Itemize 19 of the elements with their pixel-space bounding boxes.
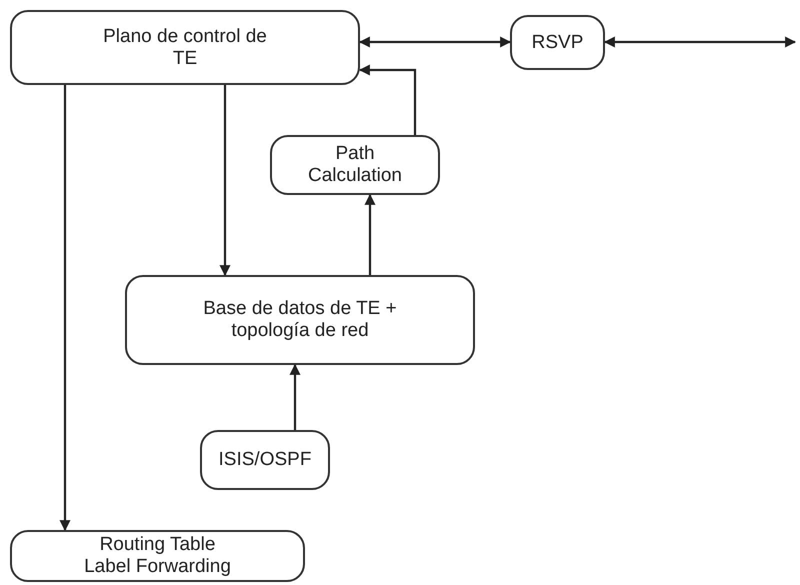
process-box: [510, 15, 605, 70]
process-box: [10, 10, 360, 85]
process-box: [200, 430, 330, 490]
arrow: [220, 85, 230, 276]
process-box: [125, 275, 475, 365]
arrow: [290, 364, 300, 430]
box-label: Path Calculation: [307, 143, 403, 187]
box-label: Base de datos de TE + topología de red: [202, 298, 398, 342]
process-box: [10, 530, 305, 582]
arrow: [358, 64, 416, 135]
box-label: Plano de control de TE: [102, 26, 268, 70]
arrow: [60, 85, 70, 532]
box-label: RSVP: [532, 32, 584, 54]
box-label: ISIS/OSPF: [218, 449, 312, 471]
arrow: [364, 194, 376, 275]
arrow: [358, 36, 512, 48]
arrow: [604, 36, 796, 48]
box-label: Routing Table Label Forwarding: [84, 534, 231, 578]
process-box: [270, 135, 440, 195]
